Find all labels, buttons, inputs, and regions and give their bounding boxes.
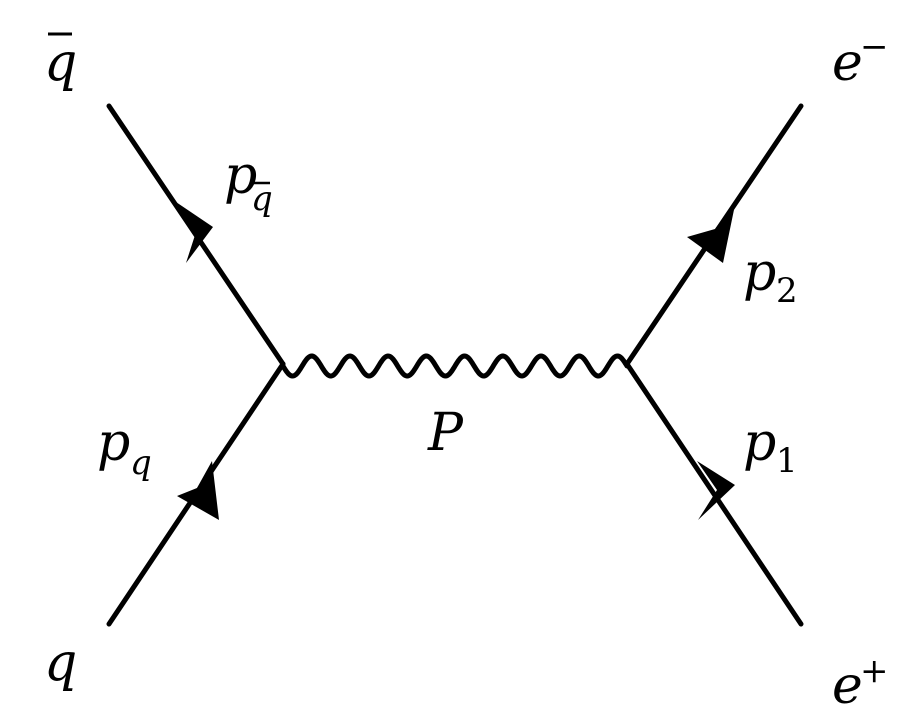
positron-momentum: p <box>743 413 776 473</box>
propagator-wave <box>280 353 630 379</box>
electron-arrow-icon <box>687 200 736 263</box>
quark-arrow-icon <box>177 461 219 520</box>
positron-arrow-icon <box>697 461 735 520</box>
propagator-label: P <box>427 403 464 463</box>
electron-charge: − <box>860 27 889 67</box>
electron-momentum-sub: 2 <box>776 271 798 311</box>
antiquark-momentum: p <box>224 146 257 206</box>
quark-momentum-sub: q <box>130 443 152 483</box>
electron-momentum: p <box>743 243 776 303</box>
positron-label: e <box>832 656 863 716</box>
antiquark-arrow-icon <box>173 200 213 263</box>
positron-momentum-sub: 1 <box>776 441 798 481</box>
antiquark-momentum-sub: q <box>251 179 273 219</box>
quark-label: q <box>44 633 77 693</box>
positron-charge: + <box>860 651 889 691</box>
quark-momentum: p <box>97 413 130 473</box>
electron-label: e <box>832 33 863 93</box>
antiquark-label: q <box>44 33 77 93</box>
positron-line <box>624 361 804 627</box>
